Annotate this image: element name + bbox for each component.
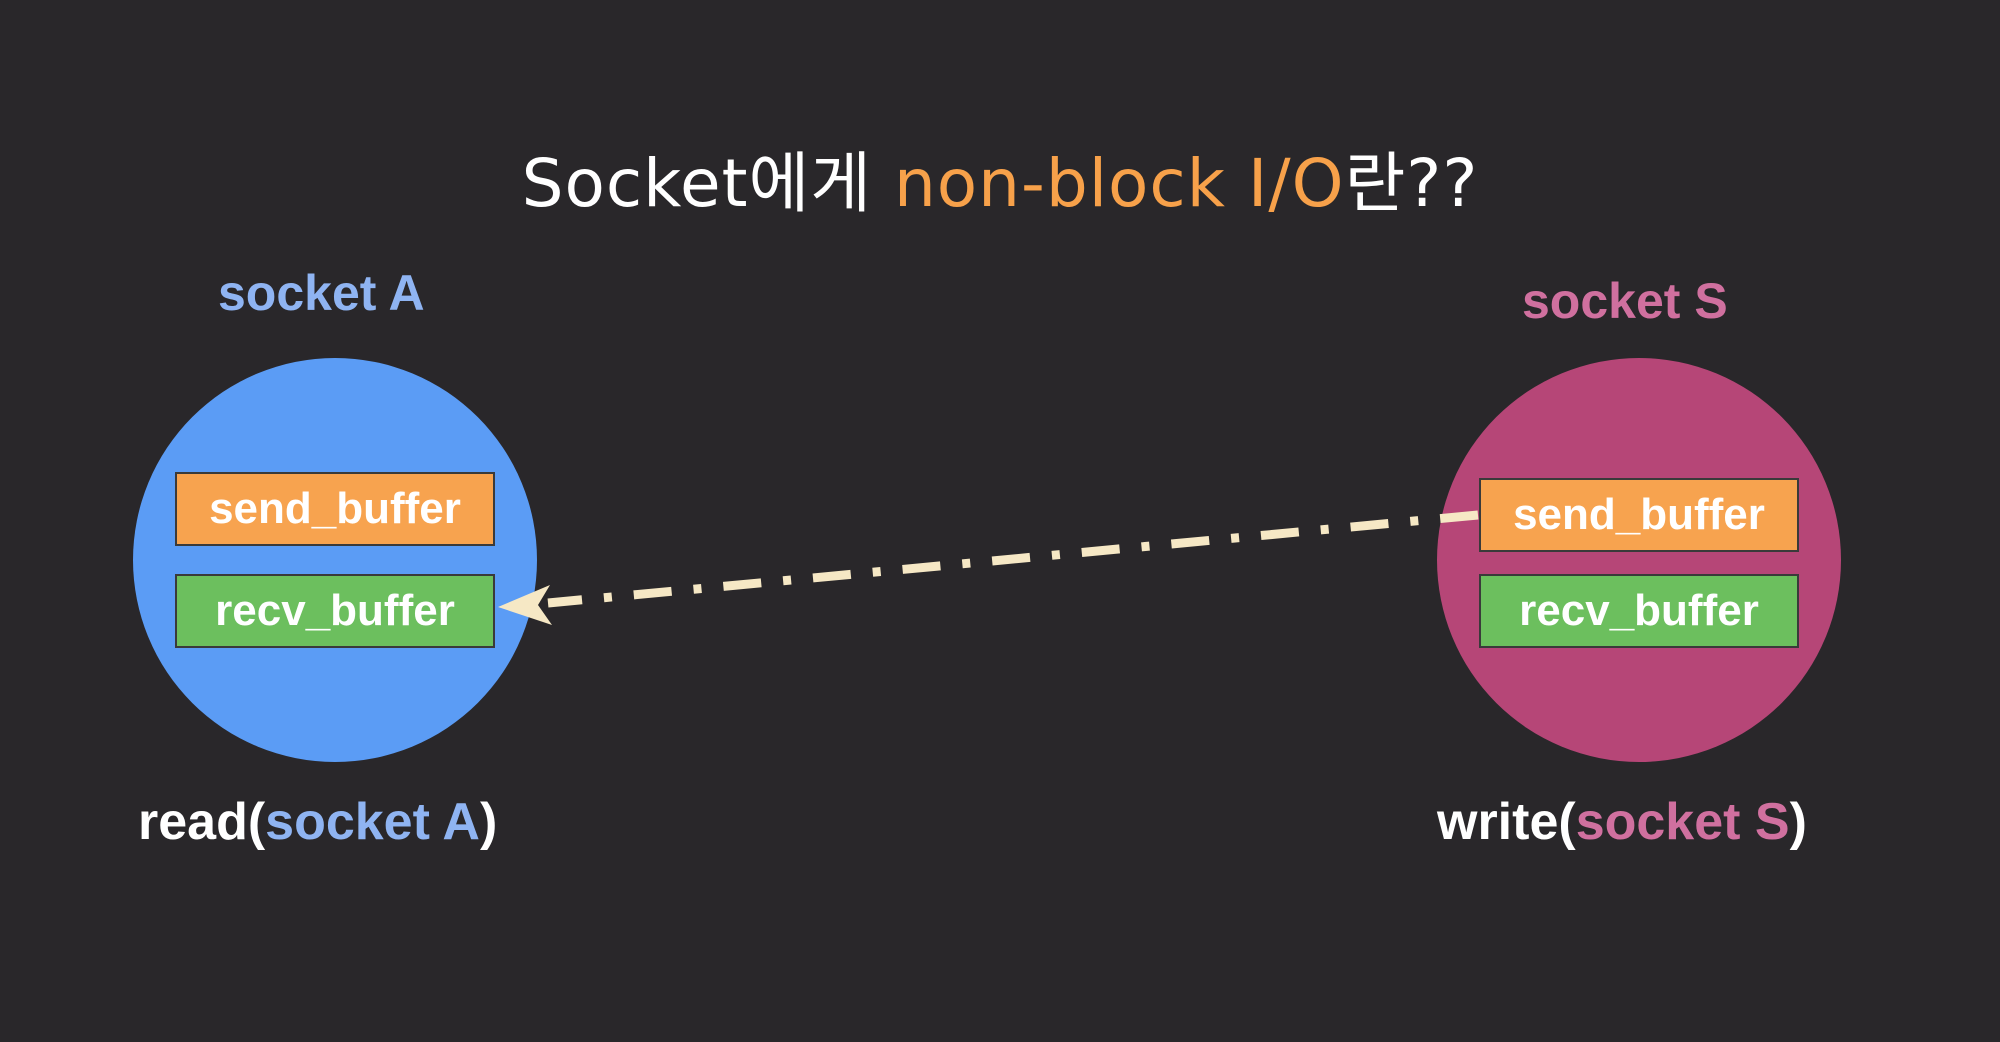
read-close: ) <box>480 793 498 851</box>
read-call: read(socket A) <box>138 792 497 852</box>
title-accent: non-block I/O <box>893 145 1345 222</box>
write-func: write( <box>1437 793 1576 851</box>
socket-a-recv-buffer: recv_buffer <box>175 574 495 648</box>
arrow-head-icon <box>498 585 552 625</box>
write-close: ) <box>1789 793 1807 851</box>
title-suffix: 란?? <box>1344 145 1479 222</box>
title-prefix: Socket에게 <box>521 145 894 222</box>
slide-title: Socket에게 non-block I/O란?? <box>0 130 2000 226</box>
socket-s-label: socket S <box>1522 273 1728 329</box>
socket-s-circle <box>1437 358 1841 762</box>
socket-s-recv-buffer: recv_buffer <box>1479 574 1799 648</box>
read-arg: socket A <box>265 793 480 851</box>
socket-a-label: socket A <box>218 265 425 321</box>
arrow-line <box>547 510 1479 608</box>
socket-a-circle <box>133 358 537 762</box>
socket-a-send-buffer: send_buffer <box>175 472 495 546</box>
read-func: read( <box>138 793 266 851</box>
socket-s-send-buffer: send_buffer <box>1479 478 1799 552</box>
write-call: write(socket S) <box>1437 792 1807 852</box>
write-arg: socket S <box>1575 793 1790 851</box>
